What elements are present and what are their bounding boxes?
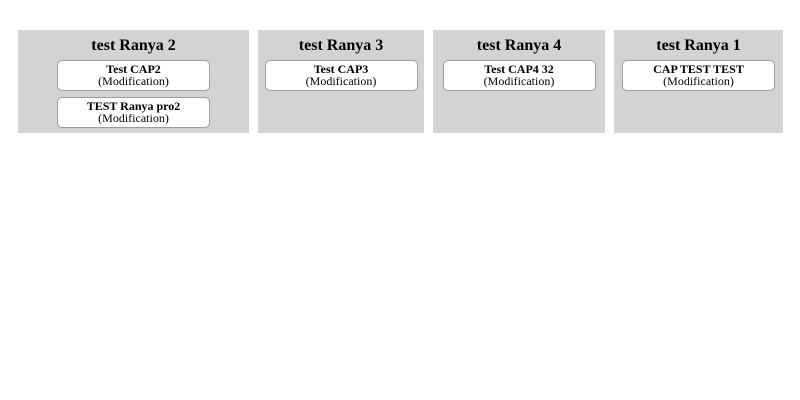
cap-card-subtitle: (Modification) <box>98 111 169 125</box>
cap-card[interactable]: TEST Ranya pro2 (Modification) <box>57 97 210 128</box>
cap-card[interactable]: Test CAP2 (Modification) <box>57 60 210 91</box>
cap-card[interactable]: CAP TEST TEST (Modification) <box>622 60 775 91</box>
column-title: test Ranya 1 <box>656 37 741 54</box>
cap-card-name: Test CAP3 <box>313 62 369 76</box>
cap-card-subtitle: (Modification) <box>98 74 169 88</box>
cap-card-name: TEST Ranya pro2 <box>86 99 181 113</box>
cap-card-subtitle: (Modification) <box>305 74 377 88</box>
cap-card-subtitle: (Modification) <box>663 74 734 88</box>
cap-card-name: CAP TEST TEST <box>653 62 744 76</box>
column-title: test Ranya 4 <box>476 37 562 54</box>
column-test-ranya-2: test Ranya 2 Test CAP2 (Modification) TE… <box>18 30 249 133</box>
cap-card-name: Test CAP4 32 <box>484 62 554 76</box>
cap-card-name: Test CAP2 <box>106 62 161 76</box>
column-test-ranya-4: test Ranya 4 Test CAP4 32 (Modification) <box>433 30 605 133</box>
column-test-ranya-1: test Ranya 1 CAP TEST TEST (Modification… <box>614 30 783 133</box>
cap-card[interactable]: Test CAP4 32 (Modification) <box>442 60 596 91</box>
column-test-ranya-3: test Ranya 3 Test CAP3 (Modification) <box>258 30 424 133</box>
cap-card[interactable]: Test CAP3 (Modification) <box>264 60 418 91</box>
column-title: test Ranya 2 <box>91 37 176 54</box>
column-title: test Ranya 3 <box>298 37 384 54</box>
cap-card-subtitle: (Modification) <box>483 74 555 88</box>
cap-board: test Ranya 2 Test CAP2 (Modification) TE… <box>0 0 800 133</box>
